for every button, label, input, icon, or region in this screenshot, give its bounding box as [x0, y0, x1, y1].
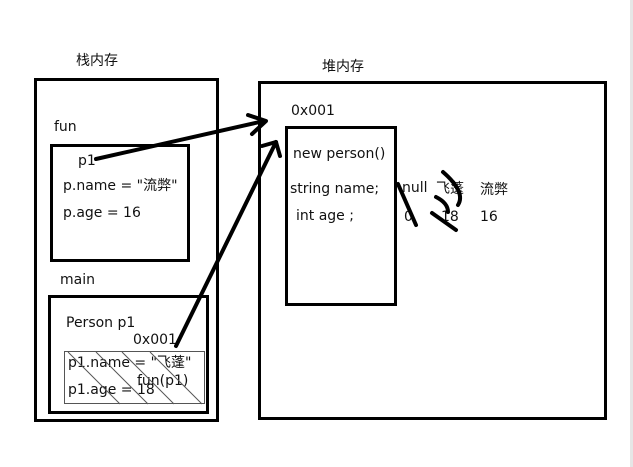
- name-value-null: null: [402, 180, 428, 196]
- fun-p1-var: p1: [78, 153, 96, 169]
- heap-object-address: 0x001: [291, 103, 335, 119]
- fun-age-assign: p.age = 16: [63, 205, 141, 221]
- main-frame: [48, 295, 209, 414]
- main-name-assign: p1.name = "飞蓬": [68, 355, 192, 371]
- name-value-final: 流弊: [480, 182, 508, 198]
- fun-label: fun: [54, 119, 77, 135]
- main-age-assign: p1.age = 18: [68, 382, 155, 398]
- main-p1-address: 0x001: [133, 332, 177, 348]
- object-field-name: string name;: [290, 181, 380, 197]
- heap-object-frame: [285, 126, 397, 306]
- age-value-final: 16: [480, 209, 498, 225]
- stack-title: 栈内存: [76, 53, 118, 69]
- fun-name-assign: p.name = "流弊": [63, 178, 178, 194]
- name-value-first: 飞蓬: [436, 181, 464, 197]
- age-value-first: 18: [441, 209, 459, 225]
- object-constructor: new person(): [293, 146, 386, 162]
- main-declaration: Person p1: [66, 315, 136, 331]
- heap-title: 堆内存: [322, 59, 364, 75]
- object-field-age: int age ;: [296, 208, 354, 224]
- age-value-zero: 0: [404, 209, 413, 225]
- fun-frame: [50, 144, 190, 262]
- main-label: main: [60, 272, 95, 288]
- window-edge: [630, 0, 633, 467]
